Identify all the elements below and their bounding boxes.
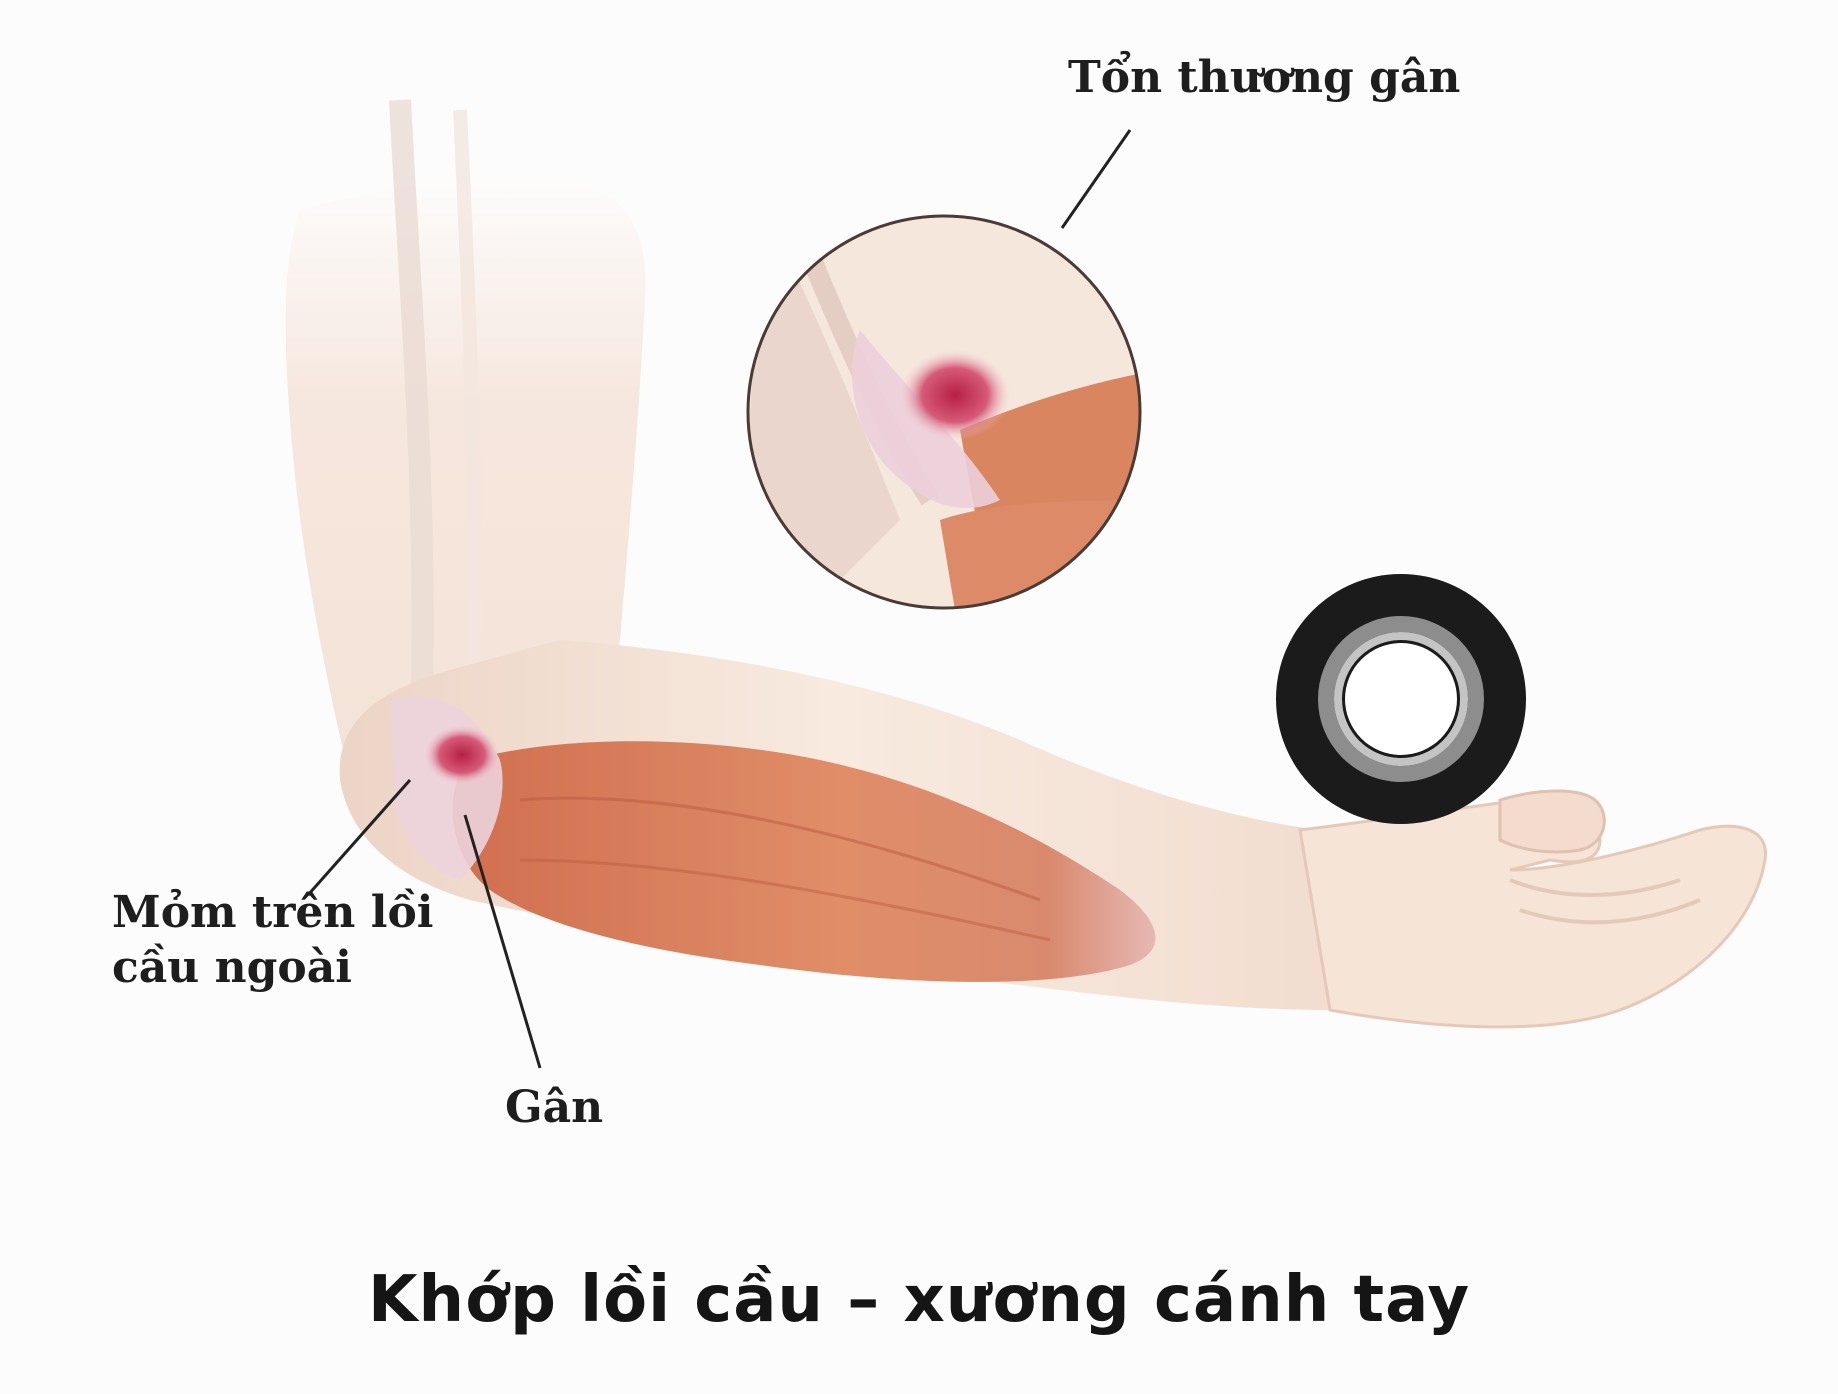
label-lateral-epicondyle: Mỏm trên lồi cầu ngoài: [112, 885, 434, 995]
label-epicondyle-line2: cầu ngoài: [112, 942, 352, 993]
leader-injury: [1060, 129, 1132, 229]
zoom-inset: [748, 216, 1140, 608]
leader-tendon: [463, 814, 542, 1069]
leader-epicondyle: [306, 779, 412, 896]
loading-spinner-icon: [1276, 574, 1526, 824]
label-tendon: Gân: [505, 1082, 604, 1133]
injury-spot: [424, 725, 500, 785]
diagram-caption: Khớp lồi cầu – xương cánh tay: [367, 1263, 1471, 1337]
thumb: [1498, 789, 1606, 854]
label-tendon-injury: Tổn thương gân: [1068, 52, 1461, 103]
label-epicondyle-line1: Mỏm trên lồi: [112, 887, 434, 938]
